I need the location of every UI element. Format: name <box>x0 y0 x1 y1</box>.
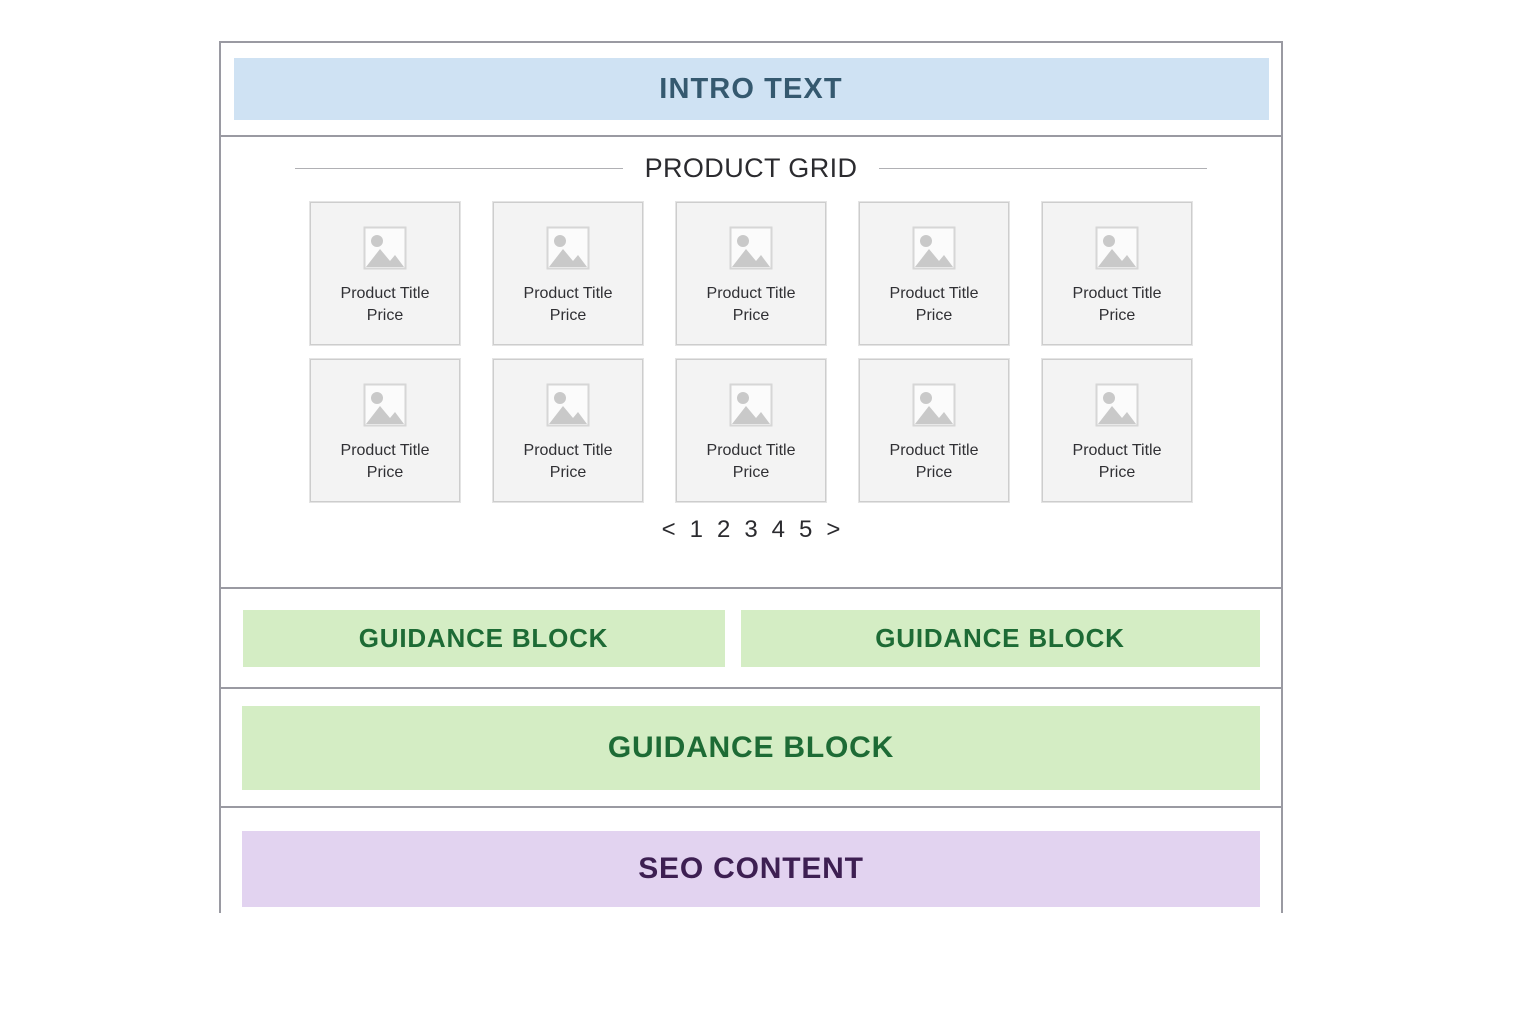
image-placeholder-icon <box>725 380 777 432</box>
pagination-page-4[interactable]: 4 <box>771 516 786 543</box>
product-card-price: Price <box>915 463 953 481</box>
product-card-title: Product Title <box>889 285 979 303</box>
pagination-prev-button[interactable]: < <box>661 516 676 543</box>
product-card[interactable]: Product Title Price <box>310 359 460 502</box>
image-placeholder-icon <box>1091 380 1143 432</box>
guidance-block-right: GUIDANCE BLOCK <box>740 609 1260 667</box>
product-card[interactable]: Product Title Price <box>310 202 460 345</box>
product-grid-row: Product Title Price Product Title Price <box>221 359 1281 502</box>
product-card-title: Product Title <box>340 285 430 303</box>
image-placeholder-icon <box>908 380 960 432</box>
product-card-title: Product Title <box>340 442 430 460</box>
product-card[interactable]: Product Title Price <box>859 202 1009 345</box>
product-card-title: Product Title <box>523 285 613 303</box>
product-card-title: Product Title <box>1072 442 1162 460</box>
product-card-price: Price <box>549 306 587 324</box>
image-placeholder-icon <box>1091 223 1143 275</box>
heading-rule-left <box>295 168 623 169</box>
product-grid-heading-label: PRODUCT GRID <box>644 153 858 183</box>
product-card-title: Product Title <box>1072 285 1162 303</box>
pagination-page-3[interactable]: 3 <box>744 516 758 543</box>
guidance-block-left: GUIDANCE BLOCK <box>242 609 725 667</box>
pagination-page-2[interactable]: 2 <box>716 516 731 543</box>
intro-text-label: INTRO TEXT <box>659 72 843 105</box>
product-card-price: Price <box>915 306 953 324</box>
product-card-price: Price <box>1098 306 1136 324</box>
product-grid-heading: PRODUCT GRID <box>221 153 1281 184</box>
guidance-block-full-label: GUIDANCE BLOCK <box>607 730 895 764</box>
guidance-block-left-label: GUIDANCE BLOCK <box>358 622 609 653</box>
image-placeholder-icon <box>542 380 594 432</box>
image-placeholder-icon <box>725 223 777 275</box>
page-wireframe: INTRO TEXT PRODUCT GRID Product Title Pr <box>219 41 1283 930</box>
product-card[interactable]: Product Title Price <box>676 359 826 502</box>
seo-content-label: SEO CONTENT <box>638 852 864 885</box>
guidance-full-section: GUIDANCE BLOCK <box>221 687 1281 806</box>
product-card-title: Product Title <box>706 285 796 303</box>
guidance-split-section: GUIDANCE BLOCK GUIDANCE BLOCK <box>221 587 1281 687</box>
product-card-price: Price <box>732 306 770 324</box>
product-card-title: Product Title <box>523 442 613 460</box>
product-card[interactable]: Product Title Price <box>1042 359 1192 502</box>
product-card-price: Price <box>549 463 587 481</box>
product-card-price: Price <box>366 306 404 324</box>
heading-rule-right <box>879 168 1207 169</box>
product-grid-row: Product Title Price Product Title Price <box>221 202 1281 345</box>
product-card-title: Product Title <box>706 442 796 460</box>
pagination-next-button[interactable]: > <box>826 516 841 543</box>
image-placeholder-icon <box>908 223 960 275</box>
product-card-price: Price <box>366 463 404 481</box>
product-grid-section: PRODUCT GRID Product Title Price <box>221 135 1281 587</box>
product-card-title: Product Title <box>889 442 979 460</box>
pagination-page-1[interactable]: 1 <box>689 516 703 543</box>
image-placeholder-icon <box>359 223 411 275</box>
seo-content-section: SEO CONTENT <box>221 806 1281 930</box>
product-card[interactable]: Product Title Price <box>493 202 643 345</box>
pagination: < 1 2 3 4 5 > <box>221 518 1281 542</box>
intro-section: INTRO TEXT <box>221 43 1281 135</box>
seo-content-band: SEO CONTENT <box>242 831 1260 907</box>
product-card[interactable]: Product Title Price <box>1042 202 1192 345</box>
guidance-block-right-label: GUIDANCE BLOCK <box>875 622 1125 653</box>
image-placeholder-icon <box>542 223 594 275</box>
product-card[interactable]: Product Title Price <box>676 202 826 345</box>
product-card-price: Price <box>1098 463 1136 481</box>
image-placeholder-icon <box>359 380 411 432</box>
product-card-price: Price <box>732 463 770 481</box>
pagination-page-5[interactable]: 5 <box>799 516 813 543</box>
guidance-block-full: GUIDANCE BLOCK <box>242 705 1260 790</box>
product-card[interactable]: Product Title Price <box>493 359 643 502</box>
product-card[interactable]: Product Title Price <box>859 359 1009 502</box>
intro-text-band: INTRO TEXT <box>233 58 1269 120</box>
